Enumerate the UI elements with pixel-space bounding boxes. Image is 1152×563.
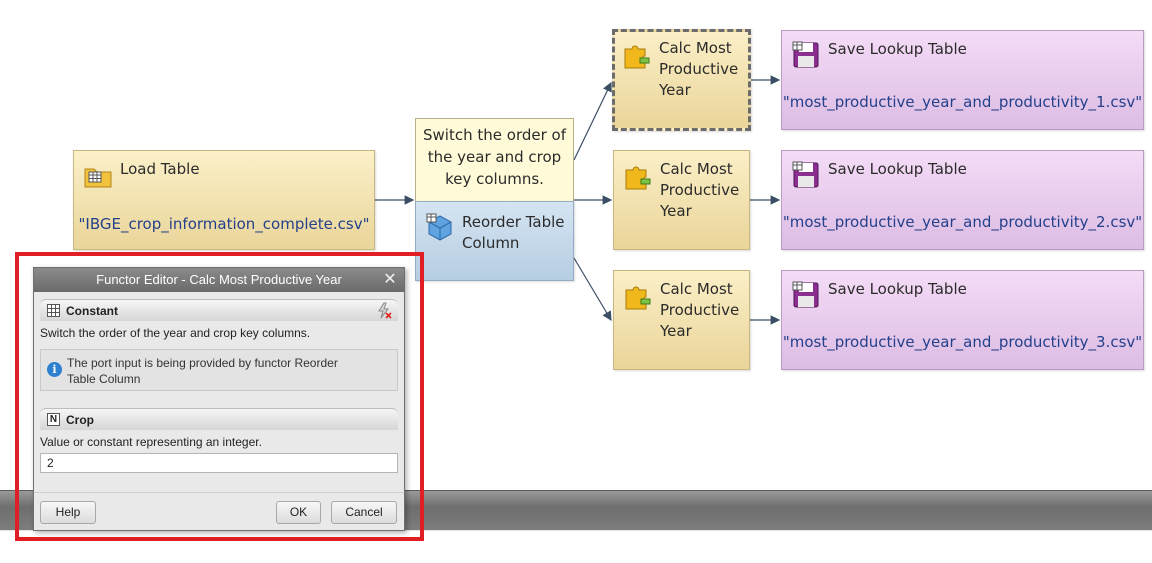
node-argument: "most_productive_year_and_productivity_3… — [782, 333, 1143, 351]
crop-section-header: N Crop — [40, 408, 398, 430]
folder-table-icon — [84, 168, 112, 188]
crop-value-input[interactable]: 2 — [40, 453, 398, 473]
info-icon: i — [47, 362, 62, 377]
dialog-titlebar[interactable]: Functor Editor - Calc Most Productive Ye… — [34, 268, 404, 292]
lightning-clear-icon[interactable] — [376, 302, 392, 320]
info-text: The port input is being provided by func… — [67, 356, 338, 386]
calc-most-productive-year-node-1[interactable]: Calc Most Productive Year — [612, 29, 751, 131]
calc-most-productive-year-node-3[interactable]: Calc Most Productive Year — [613, 270, 750, 370]
functor-editor-dialog[interactable]: Functor Editor - Calc Most Productive Ye… — [33, 267, 405, 531]
node-argument: "most_productive_year_and_productivity_2… — [782, 213, 1143, 231]
cancel-button[interactable]: Cancel — [331, 501, 397, 524]
puzzle-icon — [625, 166, 651, 190]
number-type-icon: N — [47, 413, 60, 426]
save-lookup-table-node-2[interactable]: Save Lookup Table "most_productive_year_… — [781, 150, 1144, 250]
save-disk-icon — [792, 281, 819, 308]
dialog-title: Functor Editor - Calc Most Productive Ye… — [96, 272, 342, 287]
puzzle-icon — [625, 286, 651, 310]
load-table-node[interactable]: Load Table "IBGE_crop_information_comple… — [73, 150, 375, 250]
save-lookup-table-node-1[interactable]: Save Lookup Table "most_productive_year_… — [781, 30, 1144, 130]
section-title: Crop — [66, 413, 94, 427]
dialog-footer-divider — [34, 492, 404, 493]
constant-description: Switch the order of the year and crop ke… — [40, 326, 311, 340]
node-title: Save Lookup Table — [828, 40, 967, 58]
node-argument: "most_productive_year_and_productivity_1… — [782, 93, 1143, 111]
calc-most-productive-year-node-2[interactable]: Calc Most Productive Year — [613, 150, 750, 250]
save-lookup-table-node-3[interactable]: Save Lookup Table "most_productive_year_… — [781, 270, 1144, 370]
info-box: i The port input is being provided by fu… — [40, 349, 398, 391]
node-title: Save Lookup Table — [828, 160, 967, 178]
node-title: Calc Most Productive Year — [659, 39, 739, 99]
puzzle-icon — [624, 45, 650, 69]
reorder-table-column-node[interactable]: Reorder Table Column — [415, 201, 574, 281]
close-icon[interactable]: ✕ — [383, 271, 397, 288]
help-button[interactable]: Help — [40, 501, 96, 524]
node-title: Load Table — [120, 160, 200, 178]
reorder-tooltip: Switch the order of the year and crop ke… — [415, 118, 574, 203]
bottom-panel — [0, 530, 1152, 563]
cube-table-icon — [426, 213, 452, 241]
crop-description: Value or constant representing an intege… — [40, 435, 262, 449]
node-argument: "IBGE_crop_information_complete.csv" — [78, 215, 370, 233]
ok-button[interactable]: OK — [276, 501, 321, 524]
node-title: Reorder Table Column — [462, 213, 565, 252]
save-disk-icon — [792, 41, 819, 68]
workflow-canvas[interactable]: Load Table "IBGE_crop_information_comple… — [0, 0, 1152, 490]
connector-lines — [375, 75, 781, 325]
node-title: Calc Most Productive Year — [660, 280, 740, 340]
node-title: Save Lookup Table — [828, 280, 967, 298]
constant-section-header: Constant — [40, 299, 398, 321]
section-title: Constant — [66, 304, 118, 318]
save-disk-icon — [792, 161, 819, 188]
table-icon — [47, 304, 60, 317]
node-title: Calc Most Productive Year — [660, 160, 740, 220]
